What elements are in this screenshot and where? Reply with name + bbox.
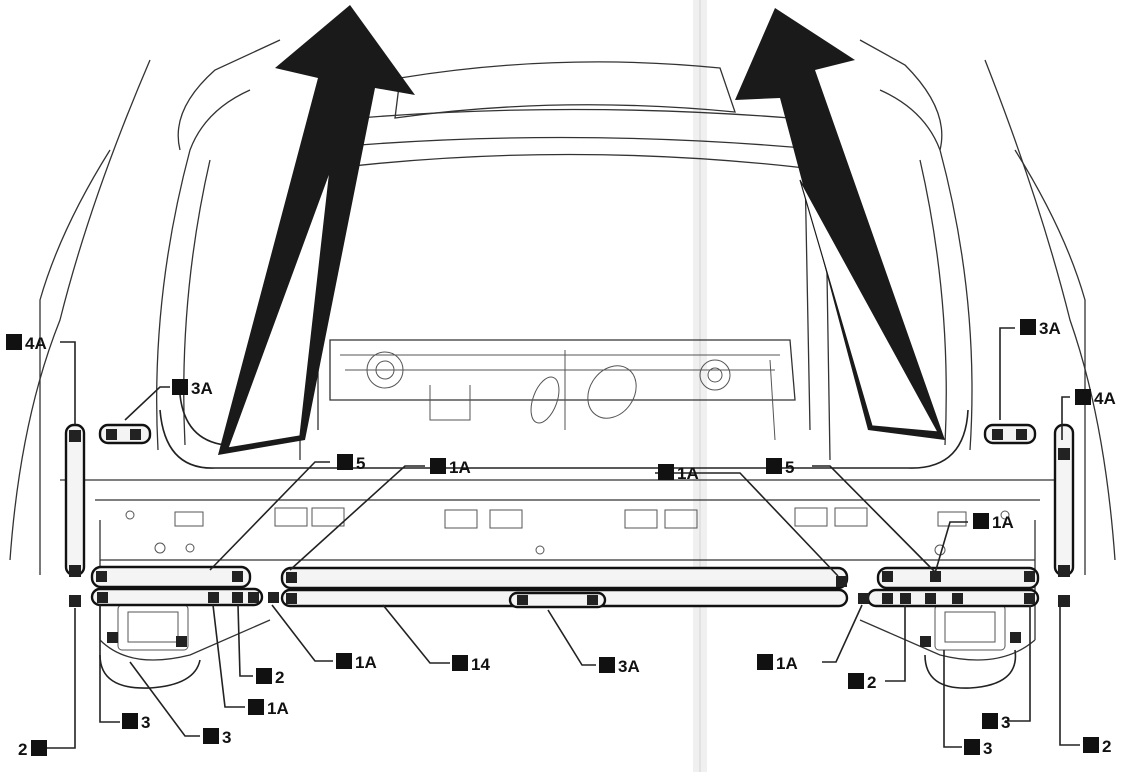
label-1a-bottom-left-a: 1A	[267, 699, 289, 718]
leader-lines	[40, 327, 1080, 749]
label-3-bottom-right-b: 3	[983, 739, 992, 758]
removal-direction-arrow-right	[735, 8, 945, 440]
left-lower-strip	[90, 587, 264, 607]
label-4a-right: 4A	[1094, 389, 1116, 408]
callout-2-bottom-right-b: 2	[1083, 737, 1111, 756]
callout-1a-center-left: 1A	[430, 458, 471, 477]
label-3-bottom-right-a: 3	[1001, 713, 1010, 732]
label-3-bottom-left-b: 3	[222, 728, 231, 747]
vehicle-body-outline	[9, 39, 1116, 661]
callout-1a-center-right: 1A	[658, 464, 699, 483]
label-2-bottom-right-b: 2	[1102, 737, 1111, 756]
center-bottom-clip-block	[508, 591, 607, 609]
label-3a-upper-right: 3A	[1039, 319, 1061, 338]
callout-3-bottom-right-b: 3	[964, 739, 992, 758]
callout-3-bottom-left-b: 3	[203, 728, 231, 747]
label-2-bottom-left: 2	[18, 740, 27, 759]
label-1a-center-left: 1A	[449, 458, 471, 477]
right-upper-strip	[876, 566, 1040, 590]
label-3a-bottom: 3A	[618, 657, 640, 676]
callout-2-bottom-right-a: 2	[848, 673, 876, 692]
label-4a-left: 4A	[25, 334, 47, 353]
removal-direction-arrow-left	[218, 5, 415, 455]
clip-markers	[69, 429, 1070, 647]
label-3a-upper-left: 3A	[191, 379, 213, 398]
label-2-bottom-left-b: 2	[275, 668, 284, 687]
callout-3a-upper-left: 3A	[172, 379, 213, 398]
label-3-bottom-left-a: 3	[141, 713, 150, 732]
label-1a-bottom-left-b: 1A	[355, 653, 377, 672]
callout-3-bottom-right-a: 3	[982, 713, 1010, 732]
callout-1a-right: 1A	[973, 513, 1014, 532]
label-1a-right: 1A	[992, 513, 1014, 532]
callout-5-left: 5	[337, 454, 365, 473]
left-vertical-strip	[64, 423, 86, 577]
callout-4a-left: 4A	[6, 334, 47, 353]
center-upper-strip	[280, 566, 849, 590]
callout-3-bottom-left-a: 3	[122, 713, 150, 732]
callout-1a-bottom-right: 1A	[757, 654, 798, 673]
callout-2-bottom-left-b: 2	[256, 668, 284, 687]
callout-1a-bottom-left-a: 1A	[248, 699, 289, 718]
label-14-bottom: 14	[471, 655, 490, 674]
callout-1a-bottom-left-b: 1A	[336, 653, 377, 672]
right-vertical-strip	[1053, 423, 1075, 577]
label-5-left: 5	[356, 454, 365, 473]
callout-3a-bottom: 3A	[599, 657, 640, 676]
callout-3a-upper-right: 3A	[1020, 319, 1061, 338]
callout-5-right: 5	[766, 458, 794, 477]
callout-4a-right: 4A	[1075, 389, 1116, 408]
callout-2-bottom-left: 2	[18, 740, 47, 759]
label-1a-center-right: 1A	[677, 464, 699, 483]
callout-14-bottom: 14	[452, 655, 490, 674]
label-2-bottom-right-a: 2	[867, 673, 876, 692]
label-1a-bottom-right: 1A	[776, 654, 798, 673]
label-5-right: 5	[785, 458, 794, 477]
left-upper-strip	[90, 565, 252, 589]
